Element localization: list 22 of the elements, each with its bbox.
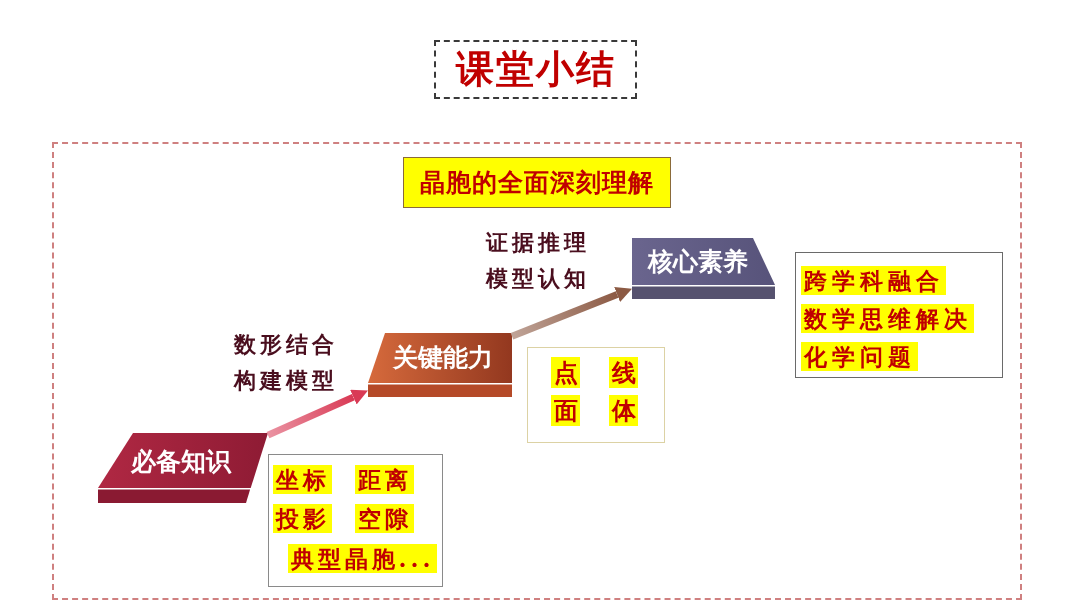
dashed-frame [52,142,1022,600]
highlighted-text: 点 [550,356,580,388]
highlighted-text: 化学问题 [800,341,918,371]
highlighted-text: 典型晶胞... [287,543,437,573]
highlighted-text: 线 [608,356,638,388]
arrow [510,287,632,340]
highlighted-text: 面 [550,394,580,426]
term-panel [795,252,1003,378]
highlighted-text: 空隙 [354,503,414,533]
arrow [266,389,368,439]
title-box: 课堂小结 [434,40,637,99]
highlighted-text: 坐标 [272,464,332,494]
highlighted-text: 跨学科融合 [800,265,946,295]
highlighted-text: 数学思维解决 [800,303,974,333]
highlighted-text: 投影 [272,503,332,533]
edge-label: 证据推理模型认知 [486,228,591,293]
heading-box: 晶胞的全面深刻理解 [403,157,671,208]
edge-label: 数形结合构建模型 [234,330,339,395]
term-panel [268,454,443,587]
term-panel [527,347,665,443]
highlighted-text: 距离 [354,464,414,494]
highlighted-text: 体 [608,394,638,426]
